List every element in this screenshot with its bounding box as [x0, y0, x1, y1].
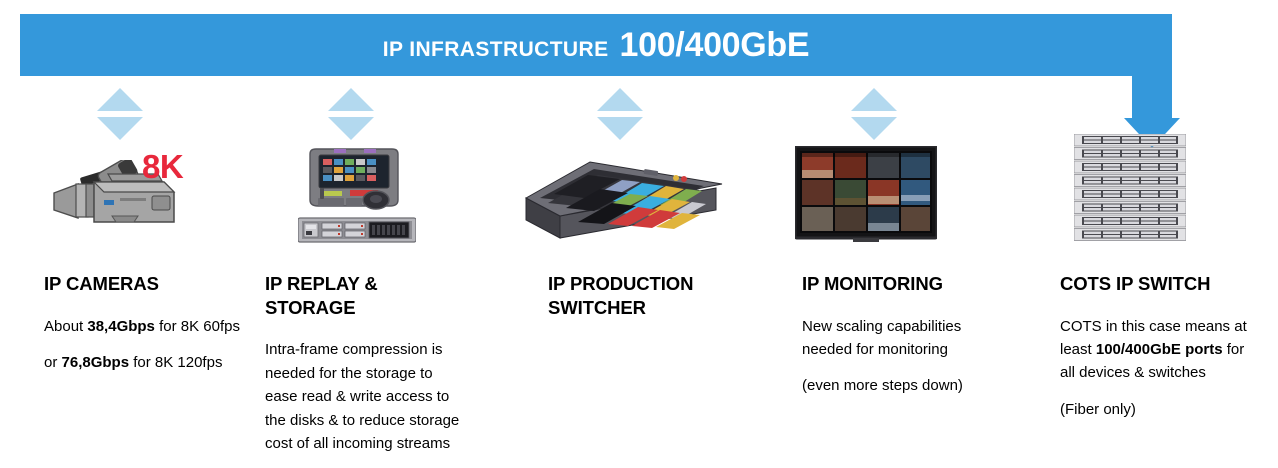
banner-title: IP INFRASTRUCTURE 100/400GbE: [383, 28, 810, 62]
column-cots-ip-switch: COTS IP SWITCH COTS in this case means a…: [1060, 272, 1260, 434]
camera-8k-badge: 8K: [142, 148, 184, 185]
column-paragraph: COTS in this case means at least 100/400…: [1060, 315, 1260, 385]
body-text: (even more steps down): [802, 377, 963, 395]
body-text: for all devices & switches: [1060, 341, 1245, 382]
arrow-down-icon: [851, 117, 897, 140]
replay-console-icon: [297, 148, 417, 246]
banner-bar: IP INFRASTRUCTURE 100/400GbE: [20, 14, 1172, 76]
banner-title-small: IP INFRASTRUCTURE: [382, 38, 609, 61]
body-text: About: [44, 317, 88, 335]
double-arrow-icon-monitoring: [851, 88, 897, 140]
column-paragraph: or 76,8Gbps for 8K 120fps: [44, 351, 259, 374]
double-arrow-icon-cameras: [97, 88, 143, 140]
arrow-down-icon: [328, 117, 374, 140]
column-heading: IP PRODUCTION SWITCHER: [548, 273, 694, 318]
emphasis-text: 100/400GbE ports: [1095, 341, 1223, 359]
production-switcher-icon: [524, 158, 724, 244]
body-text: (Fiber only): [1060, 400, 1136, 418]
banner-arrow-stem: [1132, 76, 1172, 118]
arrow-up-icon: [97, 88, 143, 111]
arrow-up-icon: [328, 88, 374, 111]
banner-title-big: 100/400GbE: [619, 26, 810, 64]
double-arrow-icon-replay: [328, 88, 374, 140]
column-heading: COTS IP SWITCH: [1060, 273, 1211, 294]
column-body: COTS in this case means at least 100/400…: [1060, 315, 1260, 422]
emphasis-text: 76,8Gbps: [61, 354, 130, 372]
column-ip-replay-storage: IP REPLAY & STORAGE Intra-frame compress…: [265, 272, 465, 468]
column-body: New scaling capabilities needed for moni…: [802, 315, 1007, 398]
arrow-up-icon: [597, 88, 643, 111]
ip-infrastructure-banner: IP INFRASTRUCTURE 100/400GbE: [20, 14, 1180, 148]
network-switch-stack-icon: [1073, 133, 1187, 244]
body-text: for 8K 120fps: [129, 354, 223, 372]
column-paragraph: About 38,4Gbps for 8K 60fps: [44, 315, 259, 338]
body-text: or: [44, 354, 62, 372]
video-camera-icon: [52, 157, 212, 230]
column-paragraph: (even more steps down): [802, 374, 1007, 397]
body-text: for 8K 60fps: [154, 317, 240, 335]
column-body: About 38,4Gbps for 8K 60fps or 76,8Gbps f…: [44, 315, 259, 375]
arrow-down-icon: [597, 117, 643, 140]
column-paragraph: Intra-frame compression is needed for th…: [265, 338, 465, 455]
column-paragraph: New scaling capabilities needed for moni…: [802, 315, 1007, 362]
multiviewer-monitor-icon: [793, 144, 939, 242]
body-text: New scaling capabilities needed for moni…: [802, 317, 962, 359]
column-ip-production-switcher: IP PRODUCTION SWITCHER: [548, 272, 748, 338]
column-heading: IP MONITORING: [802, 273, 943, 294]
double-arrow-icon-switcher: [597, 88, 643, 140]
body-text: Intra-frame compression is needed for th…: [265, 341, 460, 452]
arrow-down-icon: [97, 117, 143, 140]
column-paragraph: (Fiber only): [1060, 398, 1260, 421]
column-body: Intra-frame compression is needed for th…: [265, 338, 465, 455]
arrow-up-icon: [851, 88, 897, 111]
column-heading: IP CAMERAS: [44, 273, 159, 294]
emphasis-text: 38,4Gbps: [87, 317, 155, 335]
column-ip-monitoring: IP MONITORING New scaling capabilities n…: [802, 272, 1007, 411]
column-ip-cameras: IP CAMERAS About 38,4Gbps for 8K 60fps or…: [44, 272, 259, 387]
body-text: COTS in this case means at least: [1060, 317, 1247, 359]
column-heading: IP REPLAY & STORAGE: [265, 273, 378, 318]
